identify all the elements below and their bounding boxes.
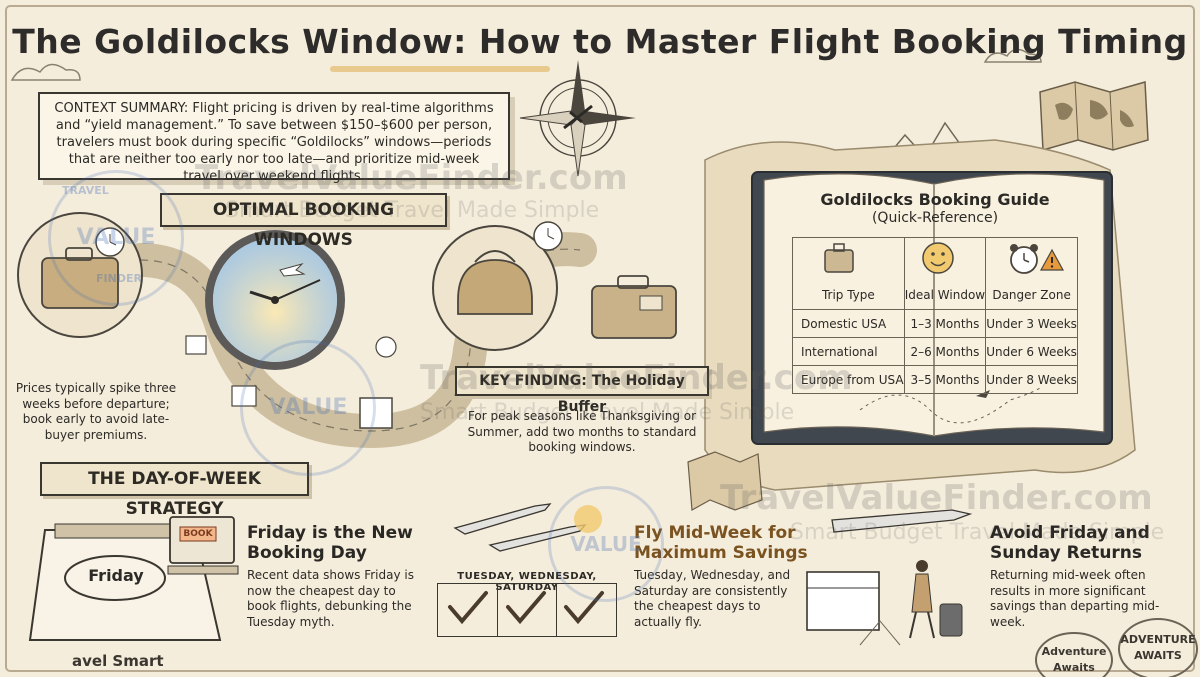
guide-title: Goldilocks Booking Guide bbox=[820, 190, 1050, 209]
clock-small-icon-right bbox=[533, 221, 563, 251]
adventure-stamp: Adventure Awaits bbox=[1035, 632, 1113, 677]
day-check-cell bbox=[438, 584, 498, 636]
ideal-window-cell: 3–5 Months bbox=[903, 365, 987, 394]
folded-map-icon bbox=[1039, 81, 1149, 151]
context-summary-text: CONTEXT SUMMARY: Flight pricing is drive… bbox=[54, 101, 494, 184]
table-header-row: Trip Type Ideal Window Danger Zone bbox=[792, 281, 1078, 310]
midweek-text: Tuesday, Wednesday, and Saturday are con… bbox=[634, 568, 791, 629]
watermark-brand: TravelValueFinder.com bbox=[195, 158, 628, 198]
checkmark-icons bbox=[448, 591, 604, 625]
price-spike-note: Prices typically spike three weeks befor… bbox=[15, 381, 177, 442]
trip-type-cell: Europe from USA bbox=[792, 365, 905, 394]
compass-rose-icon bbox=[519, 60, 636, 177]
avoid-text: Returning mid-week often results in more… bbox=[990, 568, 1160, 629]
friday-heading: Friday is the New Booking Day bbox=[247, 523, 413, 563]
context-summary-box bbox=[38, 92, 510, 180]
ideal-window-cell: 2–6 Months bbox=[903, 337, 987, 366]
header-trip-type: Trip Type bbox=[792, 281, 905, 310]
central-clock-icon bbox=[205, 230, 345, 370]
midweek-heading: Fly Mid-Week for Maximum Savings bbox=[634, 523, 808, 563]
watermark-seal: VALUE bbox=[548, 486, 664, 602]
watermark-tagline: Smart Budget Travel Made Simple bbox=[225, 198, 600, 223]
ideal-window-cell: 1–3 Months bbox=[903, 309, 987, 338]
small-map-icon bbox=[687, 451, 763, 511]
watermark-seal: VALUE bbox=[240, 340, 376, 476]
table-row: Europe from USA 3–5 Months Under 8 Weeks bbox=[792, 365, 1078, 394]
book-screen-label: BOOK bbox=[183, 529, 213, 539]
duffel-bag-circle-right bbox=[432, 225, 558, 351]
days-label: TUESDAY, WEDNESDAY, SATURDAY bbox=[457, 571, 597, 593]
calendar-icon-bottom bbox=[806, 571, 880, 631]
watermark-brand: TravelValueFinder.com bbox=[720, 478, 1153, 518]
page-title: The Goldilocks Window: How to Master Fli… bbox=[12, 22, 1188, 61]
suitcase-icon-standalone bbox=[591, 275, 677, 339]
watermark-seal-top: TRAVEL bbox=[62, 184, 109, 197]
holiday-buffer-text: For peak seasons like Thanksgiving or Su… bbox=[467, 409, 697, 454]
danger-zone-cell: Under 8 Weeks bbox=[985, 365, 1078, 394]
table-icon-row bbox=[792, 237, 1078, 281]
day-check-cell bbox=[498, 584, 558, 636]
calendar-friday-label: Friday bbox=[88, 566, 144, 585]
clock-tiny-icon bbox=[375, 336, 397, 358]
avoid-heading: Avoid Friday and Sunday Returns bbox=[990, 523, 1150, 563]
danger-zone-cell: Under 3 Weeks bbox=[985, 309, 1078, 338]
goldilocks-guide-table: Trip Type Ideal Window Danger Zone Domes… bbox=[792, 237, 1078, 394]
guide-subtitle: (Quick-Reference) bbox=[871, 210, 999, 226]
traveler-figure bbox=[909, 560, 963, 639]
watermark-tagline: Smart Budget Travel Made Simple bbox=[420, 400, 795, 425]
header-ideal-window: Ideal Window bbox=[903, 281, 987, 310]
watermark-seal: VALUE bbox=[48, 170, 184, 306]
friday-text: Recent data shows Friday is now the chea… bbox=[247, 568, 414, 629]
danger-zone-cell: Under 6 Weeks bbox=[985, 337, 1078, 366]
watermark-seal-bottom: FINDER bbox=[96, 272, 142, 285]
computer-icon bbox=[167, 516, 239, 575]
day-of-week-banner: THE DAY-OF-WEEK STRATEGY bbox=[40, 462, 309, 519]
watermark-tagline: Smart Budget Travel Made Simple bbox=[790, 520, 1165, 545]
optimal-booking-windows-banner: OPTIMAL BOOKING WINDOWS bbox=[160, 193, 447, 250]
days-checkbox-strip bbox=[437, 583, 617, 637]
key-finding-banner: KEY FINDING: The Holiday Buffer bbox=[455, 366, 709, 415]
title-underline bbox=[330, 66, 550, 72]
trip-type-cell: Domestic USA bbox=[792, 309, 905, 338]
table-row: Domestic USA 1–3 Months Under 3 Weeks bbox=[792, 309, 1078, 338]
header-danger-zone: Danger Zone bbox=[985, 281, 1078, 310]
stamp-partial-text: avel Smart bbox=[72, 652, 164, 670]
adventure-awaits-stamp: ADVENTURE AWAITS bbox=[1118, 618, 1198, 677]
watermark-brand: TravelValueFinder.com bbox=[420, 358, 853, 398]
